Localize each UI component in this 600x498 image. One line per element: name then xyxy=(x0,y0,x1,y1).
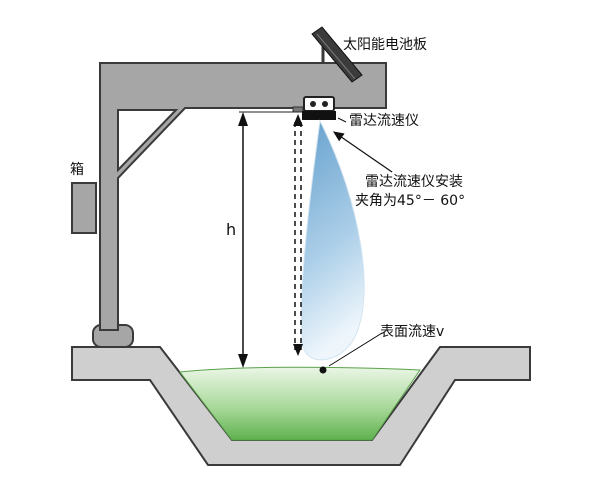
water xyxy=(179,366,421,441)
control-box xyxy=(71,182,97,234)
dashed-measure xyxy=(293,114,303,356)
solar-panel-icon xyxy=(311,26,363,83)
radar-sensor-icon xyxy=(292,96,336,120)
height-indicator xyxy=(238,111,300,368)
label-height: h xyxy=(226,220,237,239)
label-install-angle-line1: 雷达流速仪安装 xyxy=(365,174,463,190)
label-install-angle-line2: 夹角为45°－ 60° xyxy=(355,193,466,209)
callout-radar xyxy=(337,117,347,123)
label-solar-panel: 太阳能电池板 xyxy=(343,37,427,53)
label-box: 箱 xyxy=(70,162,84,178)
label-surface-velocity: 表面流速v xyxy=(380,324,445,340)
gantry-brace-opening xyxy=(117,109,179,173)
gantry-frame xyxy=(99,62,387,331)
radar-beam xyxy=(300,119,365,361)
label-radar-meter: 雷达流速仪 xyxy=(349,113,419,129)
callout-surface xyxy=(328,332,383,367)
callout-angle xyxy=(333,131,393,173)
surface-point xyxy=(319,366,327,374)
